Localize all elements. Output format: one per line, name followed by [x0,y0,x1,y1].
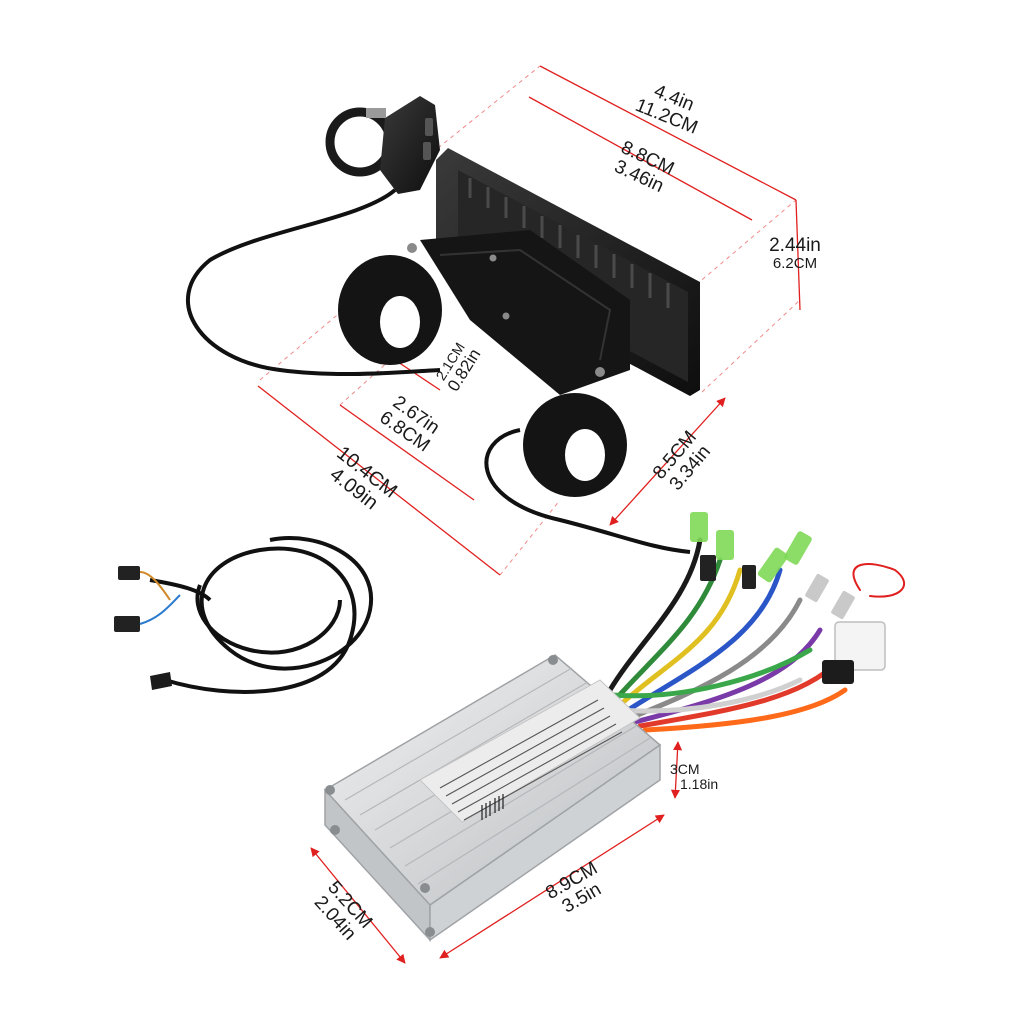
dim-display-height: 2.44in 6.2CM [750,236,840,272]
dim-display-height-cm: 6.2CM [772,254,818,272]
guide-lines [259,65,801,576]
throttle-cable [186,188,441,377]
display-mount [338,230,630,497]
dim-controller-height-cm: 3CM [670,761,700,777]
dim-controller-height: 3CM 1.18in [662,762,742,791]
dim-display-height-in: 2.44in [769,235,821,256]
motor-controller [323,654,662,942]
dim-controller-height-in: 1.18in [680,775,719,792]
wire-connectors [690,512,886,684]
dimension-lines [257,65,801,964]
display-cable [484,428,691,554]
thumb-throttle [325,96,440,194]
wire-harness [607,537,906,733]
extension-connectors [114,566,181,690]
extension-cable [149,536,374,694]
